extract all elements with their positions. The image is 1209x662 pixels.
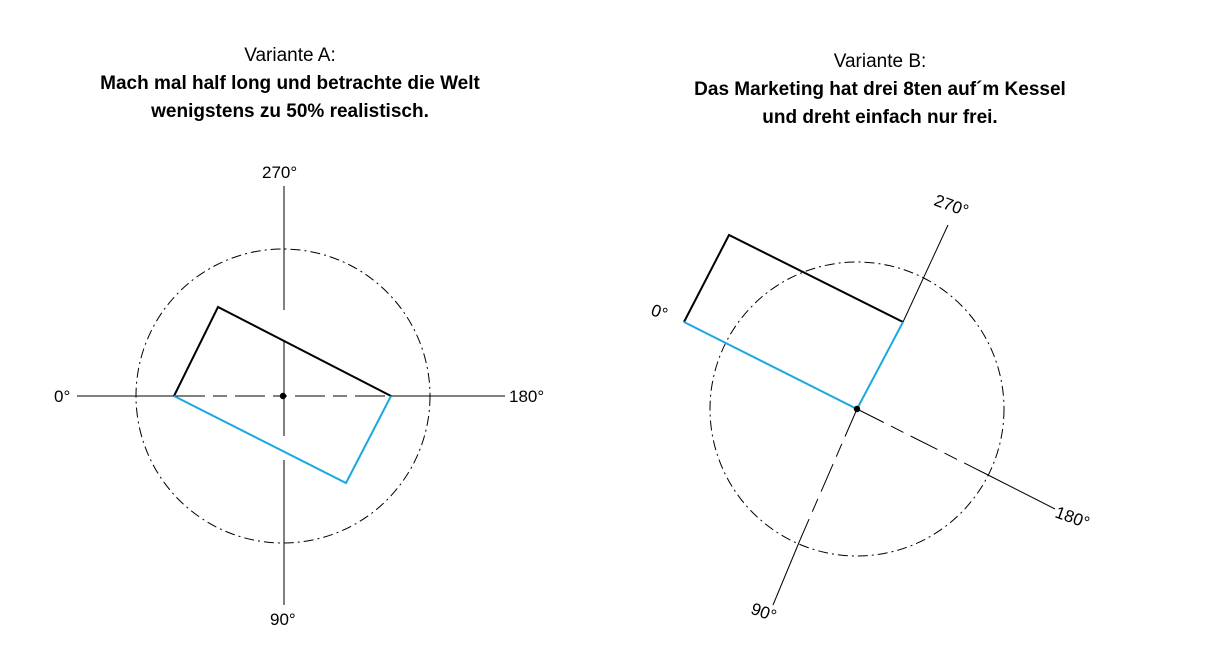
variant-b-axis-270-90-top <box>902 224 949 323</box>
variant-a-center-point <box>279 392 287 400</box>
variant-b-headline-line1: Das Marketing hat drei 8ten auf´m Kessel <box>694 79 1066 100</box>
variant-a-diagram: 0° 180° 270° 90° <box>54 163 544 629</box>
variant-a-label-180deg: 180° <box>509 387 544 406</box>
variant-a-title: Variante A: Mach mal half long und betra… <box>40 42 540 126</box>
variant-a-black-rectangle-half <box>173 305 392 397</box>
variant-b-black-rectangle-half <box>683 233 904 323</box>
variant-b-label: Variante B: <box>833 51 927 72</box>
variant-b-label-180deg: 180° <box>1053 503 1093 533</box>
variant-a-blue-rectangle-half <box>173 395 392 485</box>
variant-a-label-90deg: 90° <box>270 610 296 629</box>
variant-b-label-0deg: 0° <box>648 301 670 324</box>
variant-b-axis-270-90-bottom <box>772 539 801 606</box>
variant-a-label-270deg: 270° <box>262 163 297 182</box>
variant-b-diagram: 0° 270° 180° 90° <box>648 191 1092 626</box>
variant-b-label-270deg: 270° <box>932 191 972 221</box>
variant-a-headline-line2: wenigstens zu 50% realistisch. <box>151 101 429 122</box>
variant-a-headline-line1: Mach mal half long und betrachte die Wel… <box>100 73 480 94</box>
variant-b-dashdot-circle <box>709 261 1005 557</box>
variant-b-axis-0-180-dashed <box>856 408 991 477</box>
variant-a-label: Variante A: <box>244 45 336 66</box>
variant-b-title: Variante B: Das Marketing hat drei 8ten … <box>630 48 1130 132</box>
variant-b-label-90deg: 90° <box>748 599 779 626</box>
variant-b-headline-line2: und dreht einfach nur frei. <box>762 107 998 128</box>
variant-b-axis-0-180-outer <box>989 475 1056 510</box>
variant-b-axis-270-90-center <box>799 408 858 541</box>
variant-b-center-point <box>853 405 861 413</box>
variant-a-label-0deg: 0° <box>54 387 70 406</box>
